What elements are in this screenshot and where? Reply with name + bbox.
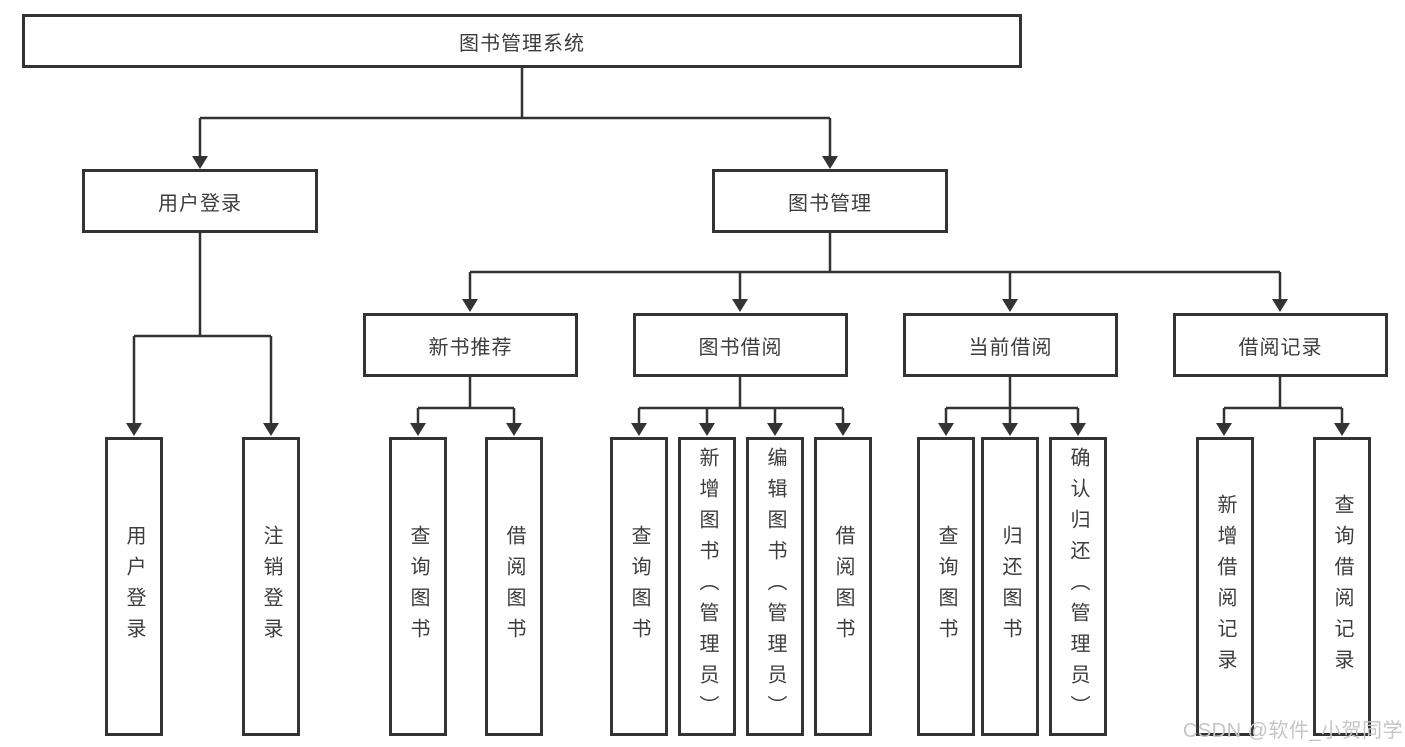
node-current-borrow: 当前借阅 xyxy=(903,313,1118,377)
connector-lines xyxy=(132,68,1344,426)
leaf-borrow-books-borrow: 借阅图书 xyxy=(814,437,872,736)
leaf-add-borrow-record: 新增借阅记录 xyxy=(1196,437,1254,736)
node-book-management-branch: 图书管理 xyxy=(712,169,948,233)
node-root: 图书管理系统 xyxy=(22,14,1022,68)
leaf-logout: 注销登录 xyxy=(242,437,300,736)
leaf-return-book: 归还图书 xyxy=(981,437,1039,736)
leaf-query-books-recommend: 查询图书 xyxy=(389,437,447,736)
node-user-login-branch: 用户登录 xyxy=(82,169,318,233)
leaf-query-borrow-record: 查询借阅记录 xyxy=(1313,437,1371,736)
leaf-user-login: 用户登录 xyxy=(105,437,163,736)
node-book-borrow: 图书借阅 xyxy=(633,313,848,377)
node-borrow-records: 借阅记录 xyxy=(1173,313,1388,377)
leaf-confirm-return-admin: 确认归还（管理员） xyxy=(1049,437,1107,736)
leaf-add-book-admin: 新增图书（管理员） xyxy=(678,437,736,736)
leaf-query-books-borrow: 查询图书 xyxy=(610,437,668,736)
watermark: CSDN @软件_小贺同学 xyxy=(1182,720,1403,742)
leaf-query-books-current: 查询图书 xyxy=(917,437,975,736)
leaf-borrow-books-recommend: 借阅图书 xyxy=(485,437,543,736)
arrowheads xyxy=(126,156,1350,436)
node-new-book-recommend: 新书推荐 xyxy=(363,313,578,377)
leaf-edit-book-admin: 编辑图书（管理员） xyxy=(746,437,804,736)
